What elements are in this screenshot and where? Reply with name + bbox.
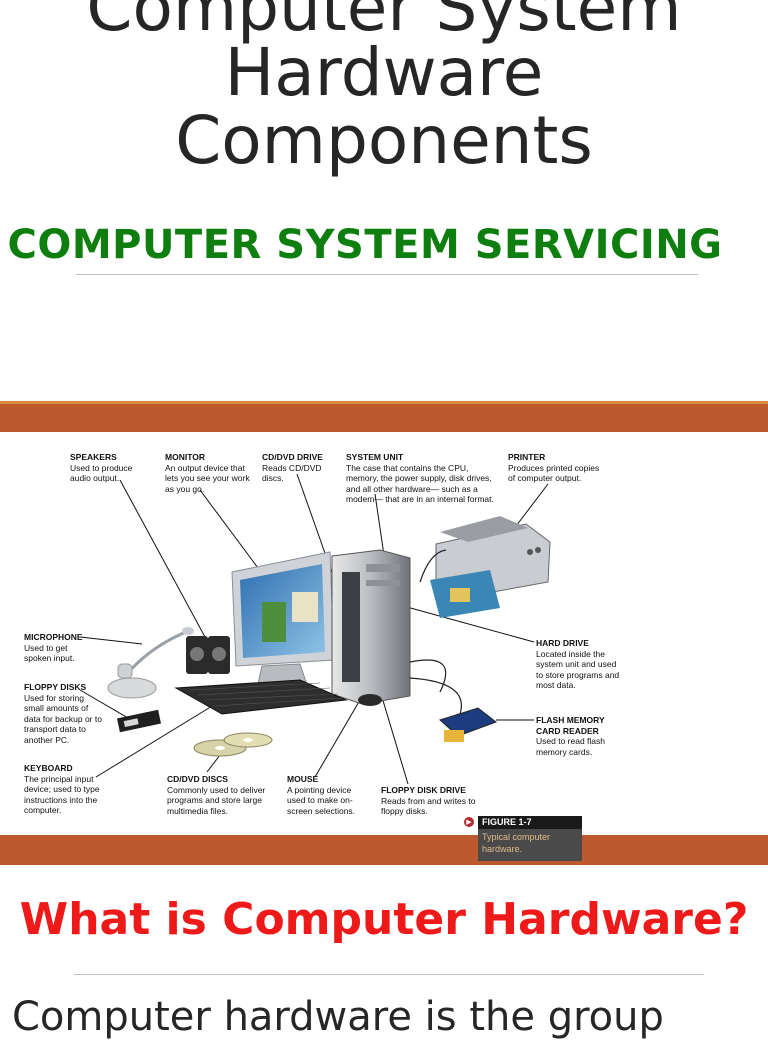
subtitle-divider <box>76 274 698 275</box>
speakers-icon <box>186 636 230 674</box>
label-floppy-disks-text: Used for storing small amounts of data f… <box>24 692 102 745</box>
label-floppy-disk-drive-heading: FLOPPY DISK DRIVE <box>381 785 466 795</box>
label-flash-card-reader-heading: FLASH MEMORY CARD READER <box>536 715 605 736</box>
label-printer-text: Produces printed copies of computer outp… <box>508 462 600 484</box>
label-system-unit-heading: SYSTEM UNIT <box>346 452 404 462</box>
label-cd-dvd-drive-heading: CD/DVD DRIVE <box>262 452 323 462</box>
keyboard-icon <box>174 679 348 715</box>
mouse-icon <box>358 694 382 706</box>
label-microphone-text: Used to get spoken input. <box>24 642 75 664</box>
hardware-illustration <box>79 473 551 785</box>
label-mouse-text: A pointing device used to make on-screen… <box>287 784 356 816</box>
slide-title-line-3: Components <box>175 102 593 179</box>
label-speakers-heading: SPEAKERS <box>70 452 117 462</box>
figure-band-bottom <box>0 835 768 865</box>
section-heading: What is Computer Hardware? <box>19 894 749 945</box>
label-printer-heading: PRINTER <box>508 452 546 462</box>
figure-tag-caption: Typical computer hardware. <box>482 832 551 854</box>
figure-arrow-icon: ▶ <box>464 817 474 827</box>
label-floppy-disk-drive-text: Reads from and writes to floppy disks. <box>381 795 476 817</box>
figure-tag: FIGURE 1-7 Typical computer hardware. <box>478 816 582 861</box>
label-monitor-text: An output device that lets you see your … <box>165 462 250 494</box>
floppy-disks-icon <box>117 709 161 733</box>
label-system-unit-text: The case that contains the CPU, memory, … <box>346 462 494 505</box>
section-divider <box>74 974 704 975</box>
label-keyboard-heading: KEYBOARD <box>24 763 73 773</box>
label-cd-dvd-discs-heading: CD/DVD DISCS <box>167 774 228 784</box>
label-mouse-heading: MOUSE <box>287 774 319 784</box>
cd-discs-icon <box>193 732 273 757</box>
slide-title-line-1: Computer System <box>86 0 682 46</box>
system-unit-icon <box>331 549 411 705</box>
label-cd-dvd-discs-text: Commonly used to deliver programs and st… <box>167 784 266 816</box>
label-hard-drive-heading: HARD DRIVE <box>536 638 589 648</box>
label-flash-card-reader-text: Used to read flash memory cards. <box>536 736 605 757</box>
slide-subtitle: COMPUTER SYSTEM SERVICING <box>7 222 723 268</box>
label-cd-dvd-drive-text: Reads CD/DVD discs. <box>262 462 322 484</box>
figure-band-top <box>0 401 768 435</box>
monitor-icon <box>231 551 335 685</box>
label-monitor-heading: MONITOR <box>165 452 205 462</box>
printer-icon <box>430 516 551 618</box>
label-microphone-heading: MICROPHONE <box>24 632 83 642</box>
label-floppy-disks-heading: FLOPPY DISKS <box>24 682 87 692</box>
slide-title-line-2: Hardware <box>224 34 544 111</box>
card-reader-icon <box>439 707 498 742</box>
section-body-text: Computer hardware is the group <box>12 994 664 1040</box>
figure-tag-heading: FIGURE 1-7 <box>478 816 582 829</box>
label-speakers-text: Used to produce audio output. <box>70 462 133 484</box>
label-keyboard-text: The principal input device; used to type… <box>24 773 100 816</box>
microphone-icon <box>107 627 194 699</box>
label-hard-drive-text: Located inside the system unit and used … <box>536 648 620 691</box>
